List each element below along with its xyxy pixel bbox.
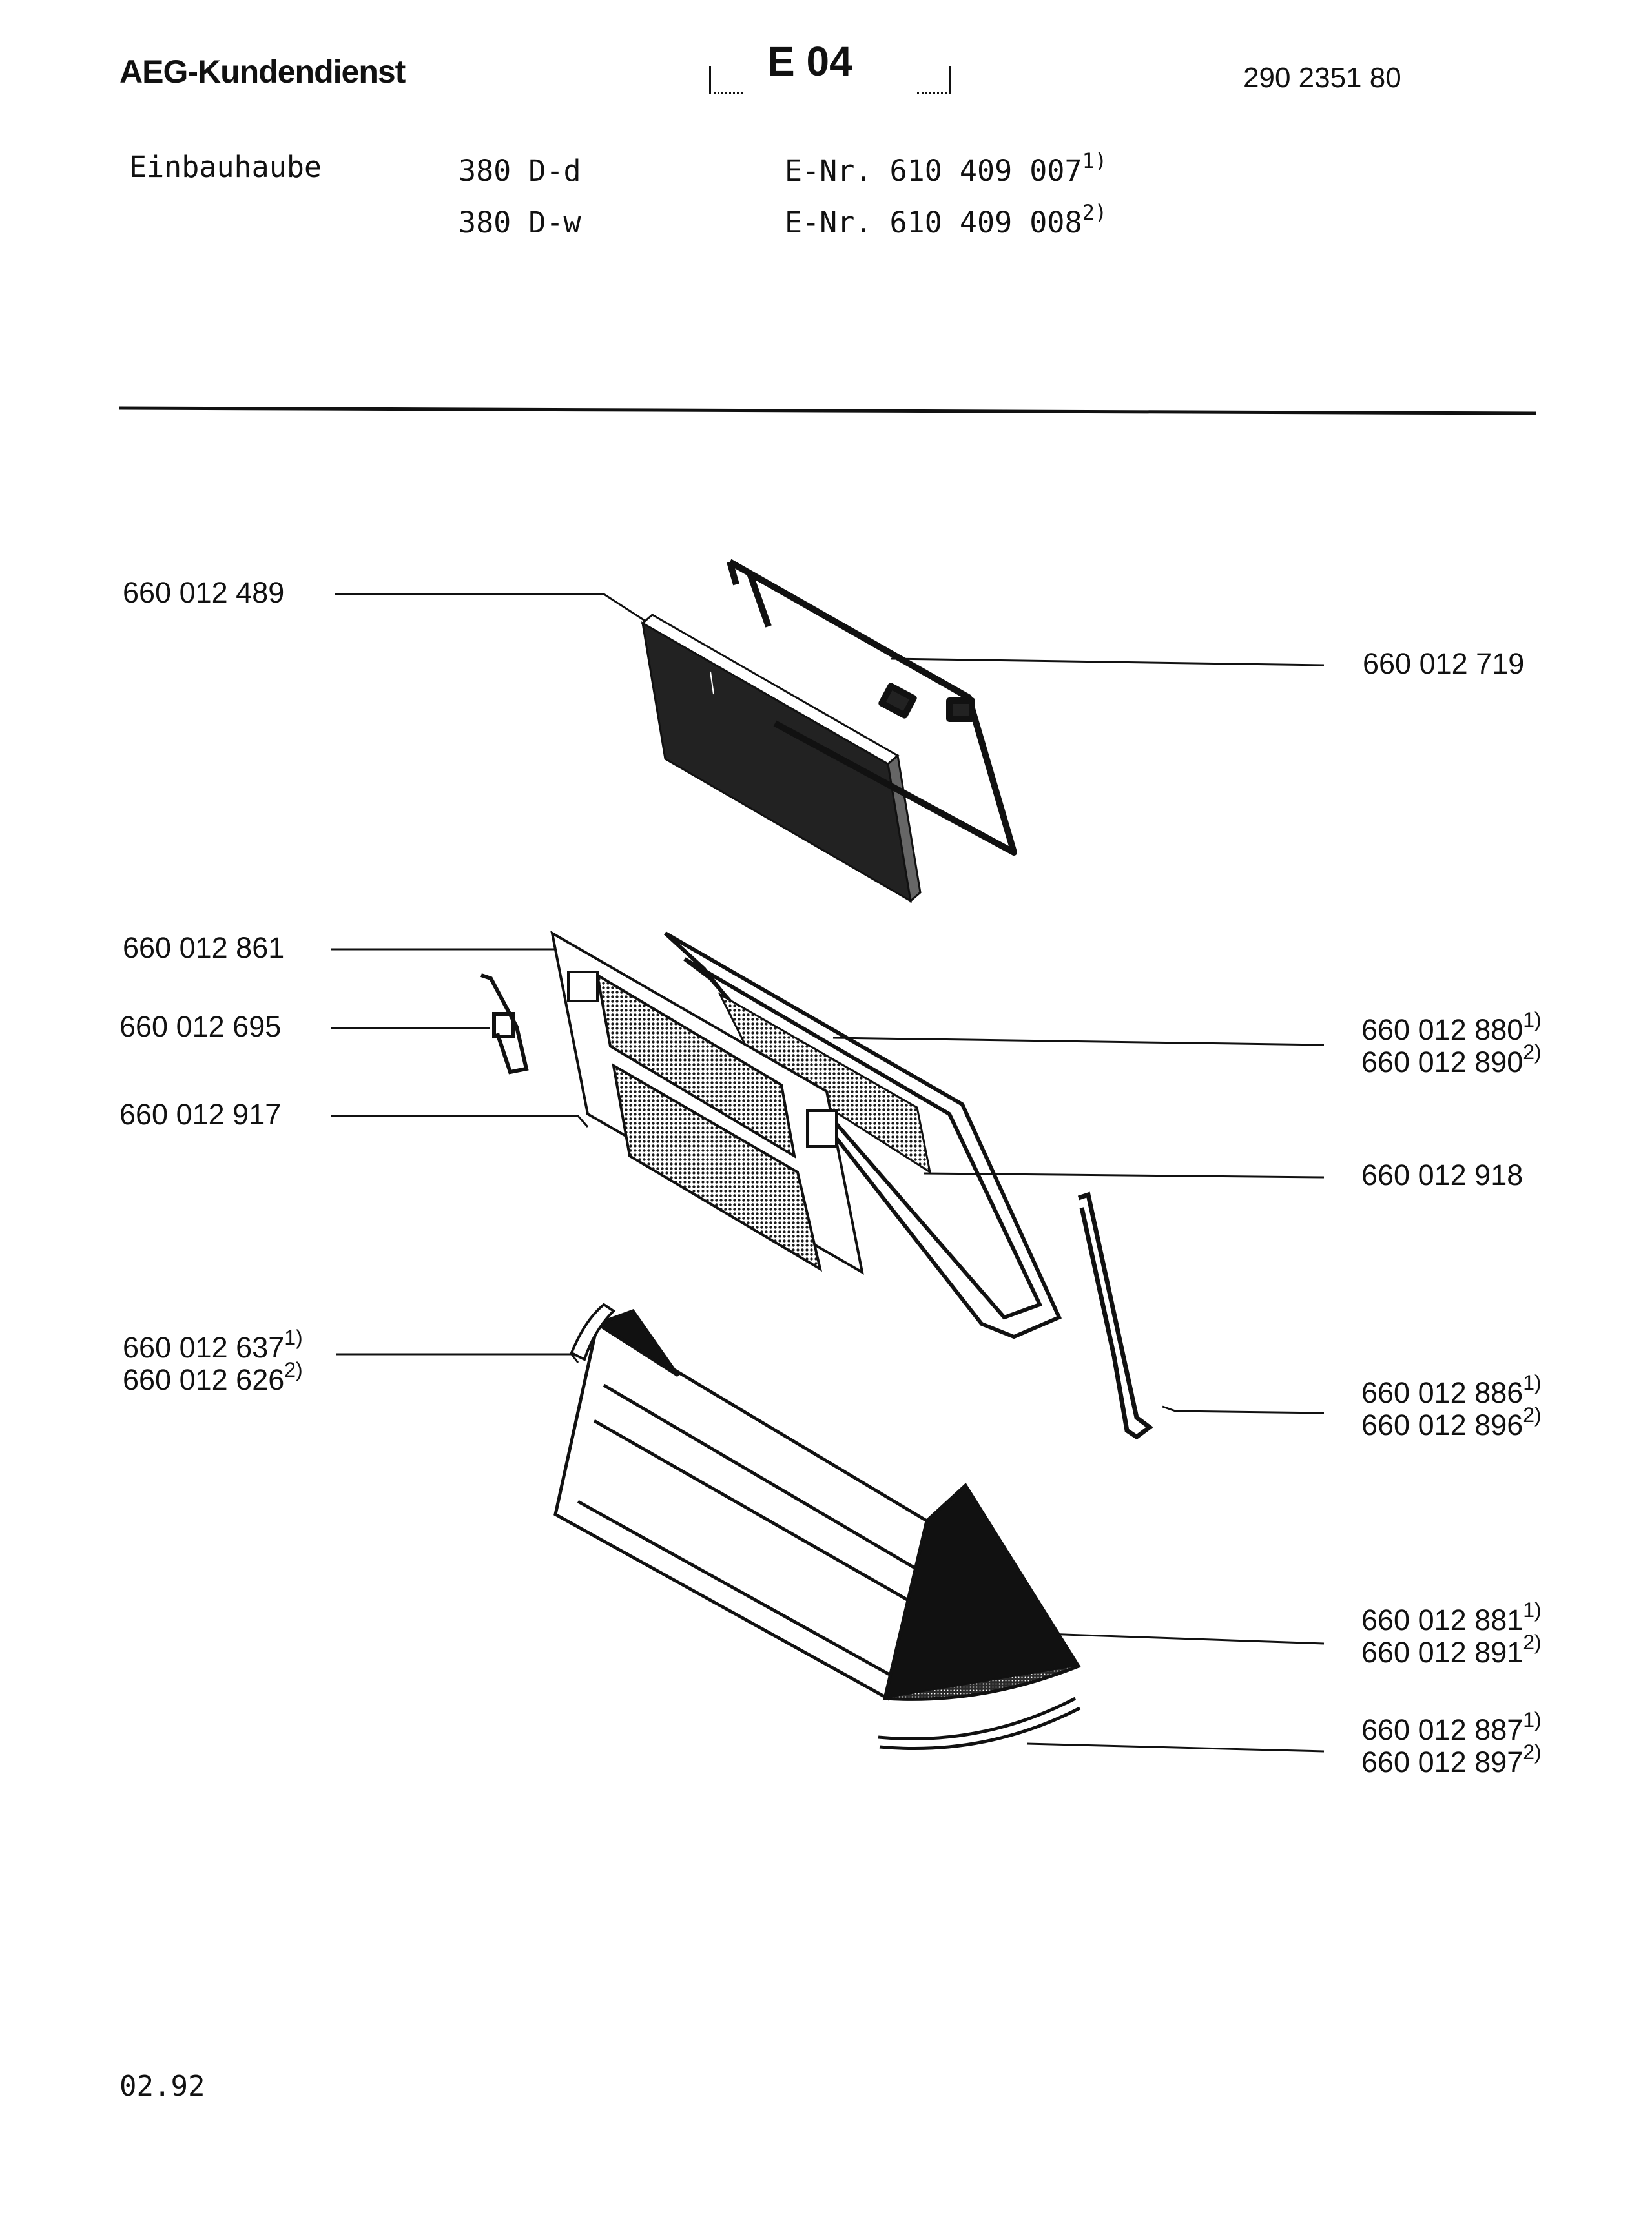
part-label-left-1: 660 012 489 xyxy=(123,576,285,609)
brand-title: AEG-Kundendienst xyxy=(119,54,406,90)
part-label-left-5: 660 012 6371) 660 012 6262) xyxy=(123,1326,303,1396)
part-label-right-6: 660 012 8871) 660 012 8972) xyxy=(1361,1708,1542,1779)
curved-trim-strip xyxy=(878,1697,1081,1750)
outer-frame xyxy=(663,931,1062,1339)
grease-filter-cassette xyxy=(641,614,922,903)
part-label-right-5: 660 012 8811) 660 012 8912) xyxy=(1361,1598,1542,1669)
model-name-2: 380 D-w xyxy=(459,205,581,240)
filter-holder-frame xyxy=(727,559,1017,856)
part-label-right-1: 660 012 719 xyxy=(1363,647,1525,680)
model-name-1: 380 D-d xyxy=(459,154,581,188)
section-bracket-left xyxy=(709,66,743,94)
part-label-left-3: 660 012 695 xyxy=(119,1010,282,1043)
section-bracket-right xyxy=(917,66,951,94)
side-rail xyxy=(1077,1191,1153,1440)
product-type: Einbauhaube xyxy=(129,150,322,184)
part-label-right-4: 660 012 8861) 660 012 8962) xyxy=(1361,1371,1542,1441)
hood-clip xyxy=(570,1303,616,1361)
mesh-filter-panel xyxy=(550,931,864,1275)
model-enr-1: E-Nr. 610 409 0071) xyxy=(785,149,1108,188)
part-label-left-4: 660 012 917 xyxy=(119,1098,282,1131)
footer-date: 02.92 xyxy=(119,2070,205,2103)
hood-body xyxy=(553,1308,1082,1701)
separator-line xyxy=(119,406,1536,415)
model-enr-2: E-Nr. 610 409 0082) xyxy=(785,200,1108,240)
document-number: 290 2351 80 xyxy=(1243,62,1401,94)
part-label-right-3: 660 012 918 xyxy=(1361,1159,1523,1191)
retaining-clip xyxy=(480,973,529,1075)
section-code: E 04 xyxy=(767,38,852,85)
part-label-left-2: 660 012 861 xyxy=(123,931,285,964)
part-label-right-2: 660 012 8801) 660 012 8902) xyxy=(1361,1008,1542,1078)
